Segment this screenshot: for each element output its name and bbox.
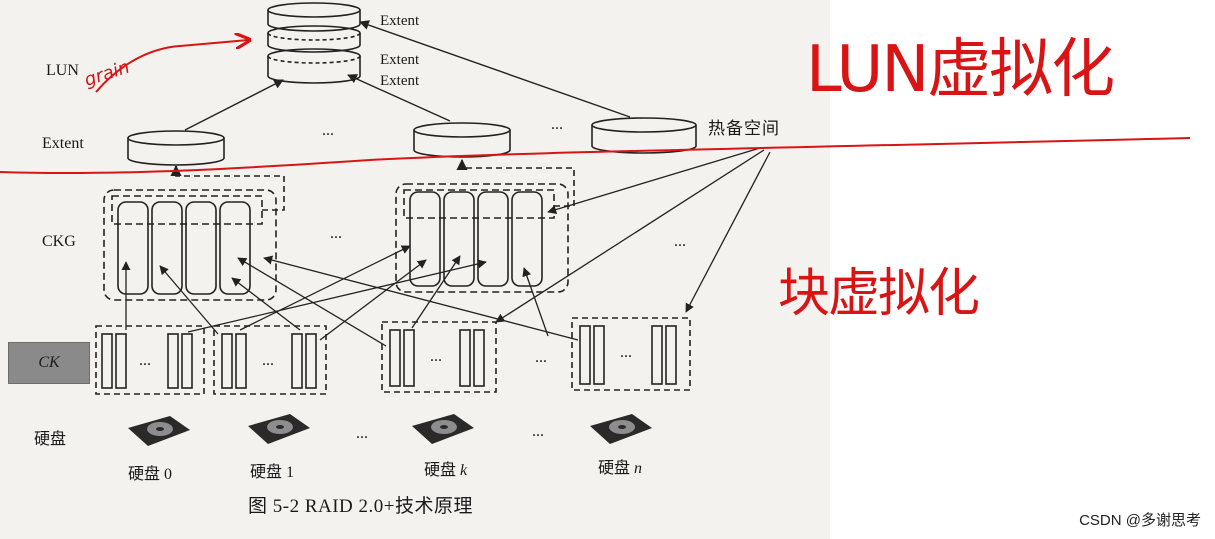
ckg-1 [103,164,285,301]
lun-layer-label: LUN [46,62,79,79]
disk-1-label: 硬盘 1 [250,464,295,481]
ck-group-0 [95,325,205,395]
ckg-2 [395,158,575,293]
ckg-layer-label: CKG [42,233,76,250]
hot-spare-label: 热备空间 [708,119,780,138]
ellipsis-ck-n: ... [620,344,632,361]
ck-group-k [381,321,497,393]
ellipsis-ckg-1: ... [330,225,342,242]
ellipsis-disk-2: ... [532,423,544,440]
ellipsis-extent-2: ... [551,116,563,133]
disk-k-icon [412,414,474,444]
disk-0-label: 硬盘 0 [128,466,173,483]
disk-k-label: 硬盘 k [424,462,468,479]
extent-label-1: Extent [380,13,420,29]
disk-0-icon [128,416,190,446]
figure-caption: 图 5-2 RAID 2.0+技术原理 [248,496,473,517]
ellipsis-ck-1: ... [262,352,274,369]
extent-disk-2 [413,122,511,158]
ck-groups [95,317,691,395]
ck-group-n [571,317,691,391]
red-annotations [0,40,1191,175]
ellipsis-ck-k: ... [430,348,442,365]
ellipsis-ck-0: ... [139,352,151,369]
hard-disks [128,414,652,446]
disk-n-label: 硬盘 n [598,460,643,477]
lun-stack [267,2,361,84]
ck-layer-label-box: CK [8,342,90,384]
red-divider-line [0,137,1191,175]
disk-n-icon [590,414,652,444]
red-arrow [95,40,248,93]
extent-label-2: Extent [380,52,420,68]
ck-layer-label: CK [38,354,60,371]
ellipsis-ckg-2: ... [674,233,686,250]
ellipsis-disk-1: ... [356,425,368,442]
extent-layer-label: Extent [42,135,84,152]
ck-to-ckg-arrows [121,245,579,347]
extent-label-3: Extent [380,73,420,89]
ellipsis-between-ck: ... [535,349,547,366]
handwriting-block-virtualization: 块虚拟化 [778,264,980,324]
extent-disk-1 [127,130,225,166]
extent-disks [127,117,697,166]
handwriting-lun-virtualization: LUN虚拟化 [806,33,1115,107]
ellipsis-extent-1: ... [322,122,334,139]
hot-spare-disk [591,117,697,154]
ck-group-1 [213,325,327,395]
csdn-watermark: CSDN @多谢思考 [1079,512,1201,529]
hot-spare-arrows [495,147,771,323]
extent-to-lun-arrows [184,20,631,131]
disk-layer-label: 硬盘 [34,431,67,448]
scanned-page-background [0,0,830,539]
disk-1-icon [248,414,310,444]
